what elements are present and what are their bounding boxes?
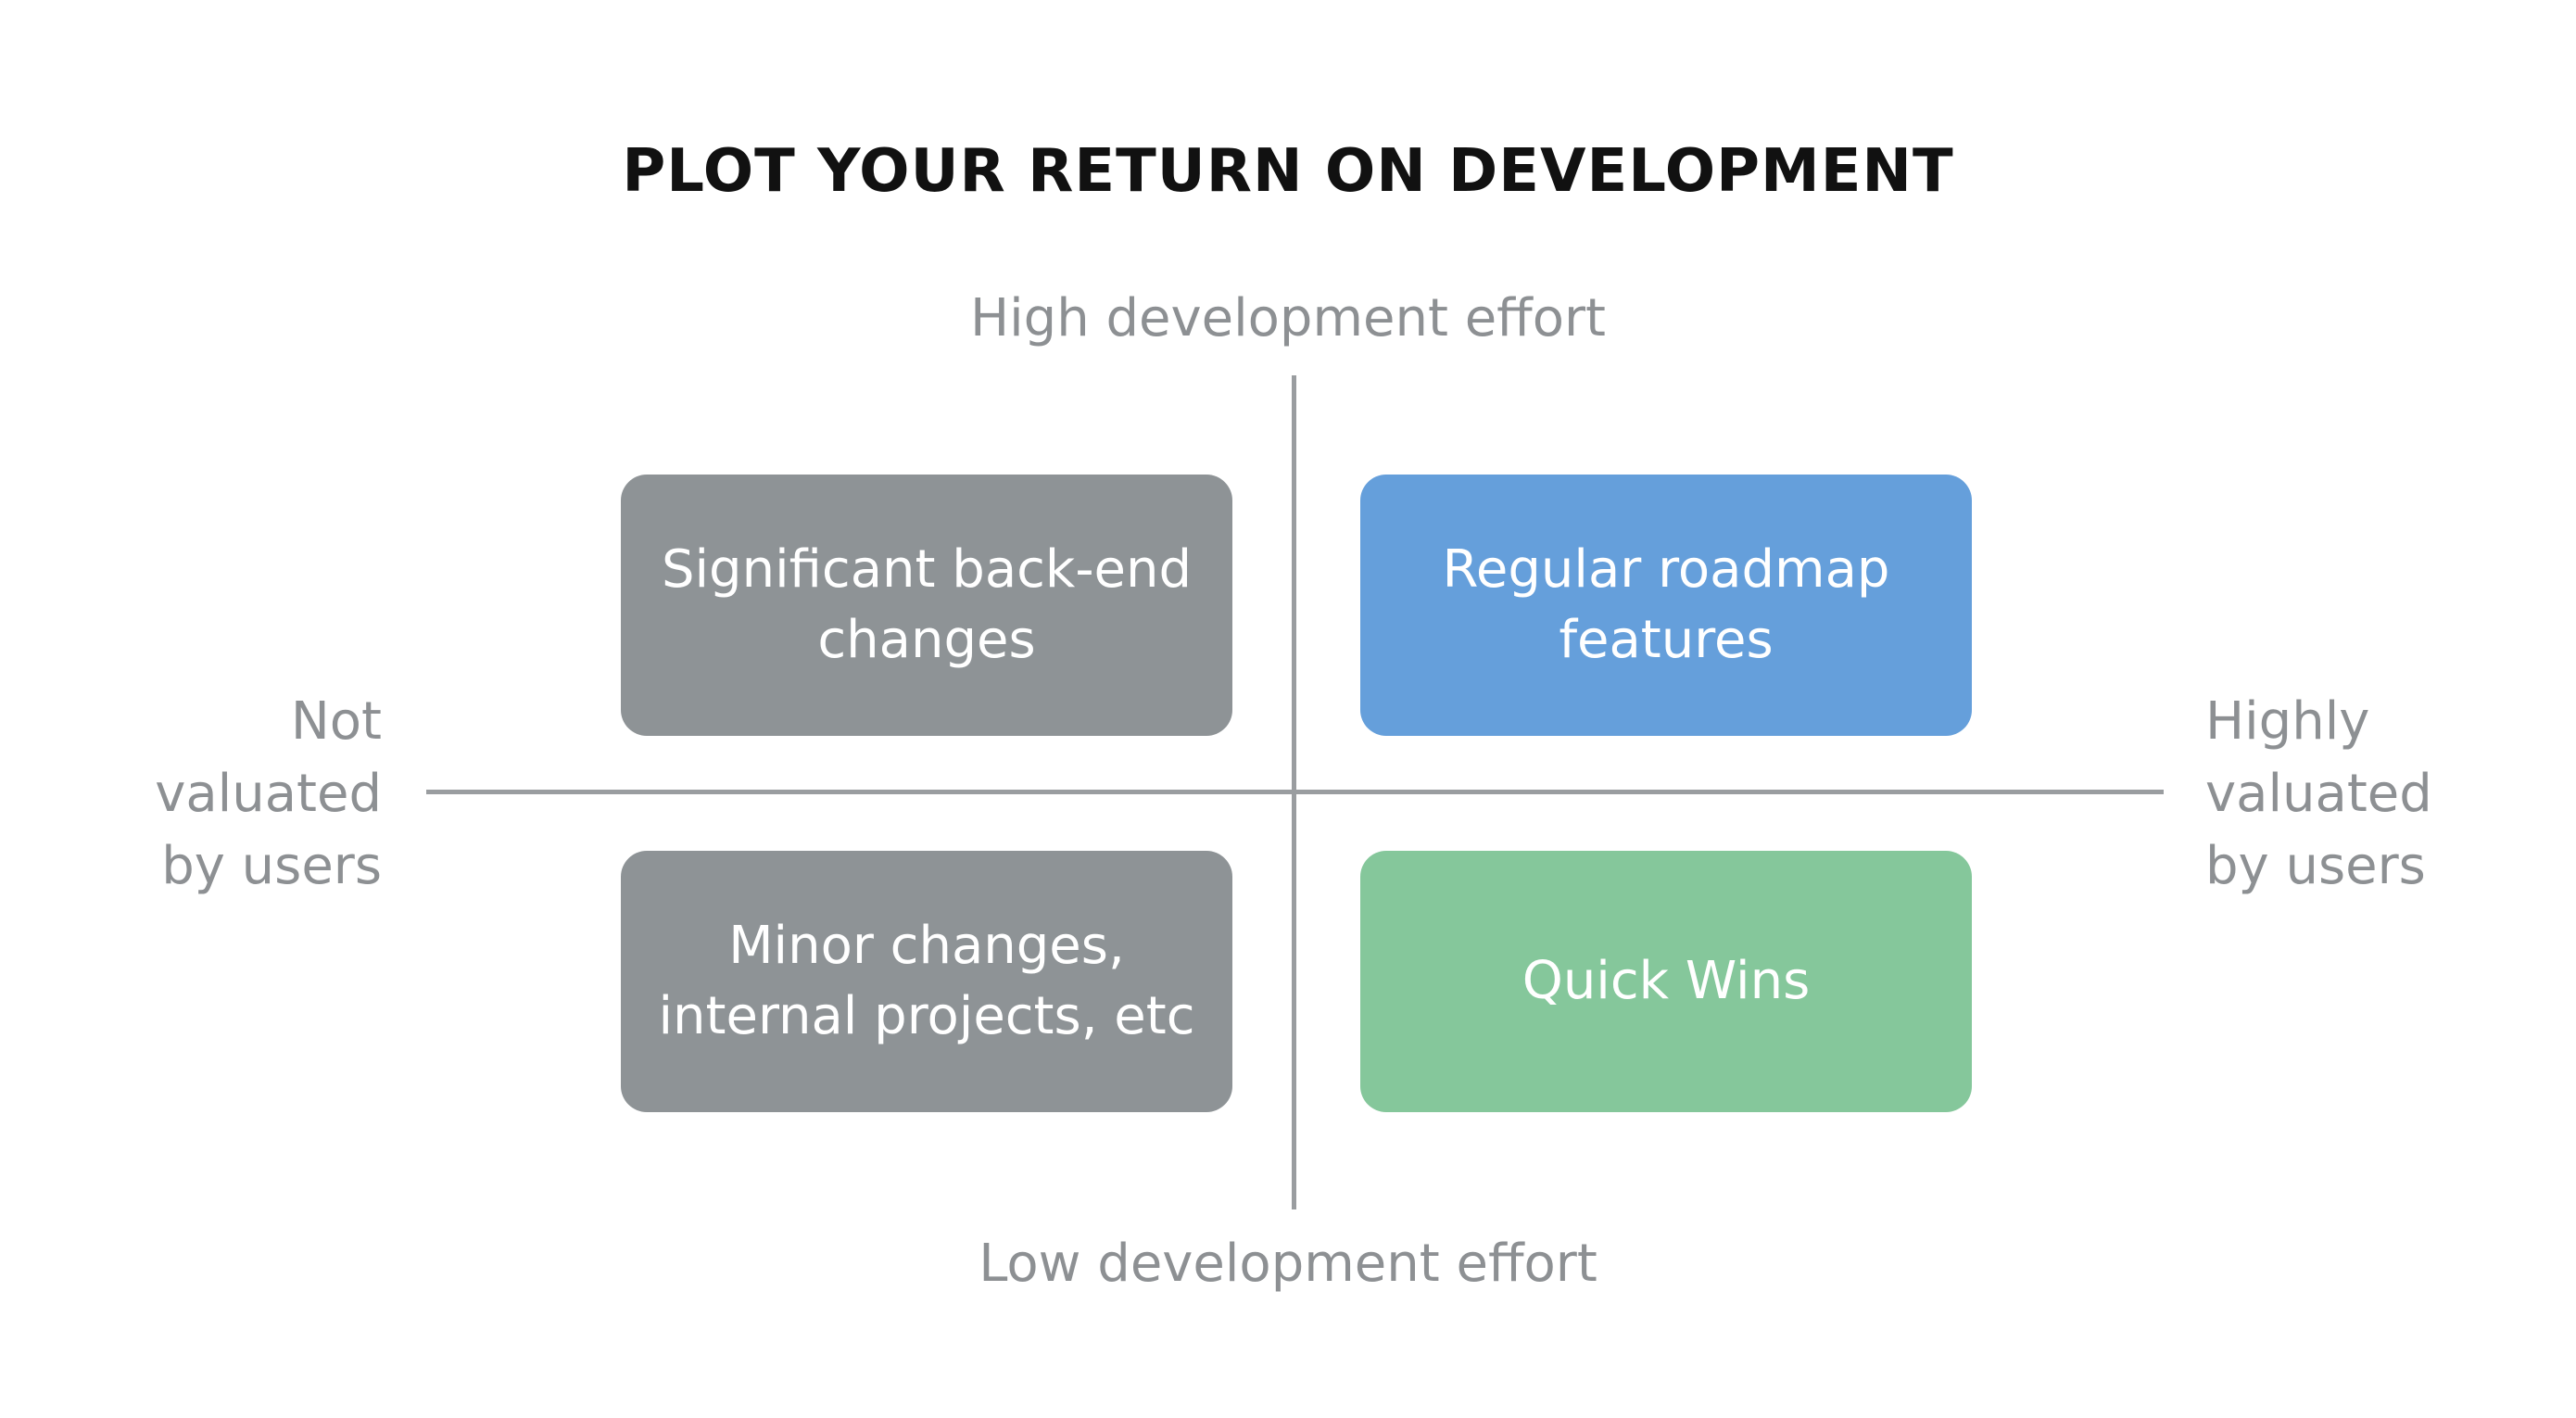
quadrant-label-line: internal projects, etc xyxy=(658,986,1195,1046)
quadrant-minor-changes: Minor changes, internal projects, etc xyxy=(621,851,1232,1112)
axis-label-line: by users xyxy=(161,836,382,896)
quadrant-label: Significant back-end changes xyxy=(662,535,1192,676)
axis-label-low-effort: Low development effort xyxy=(979,1234,1597,1294)
quadrant-label: Minor changes, internal projects, etc xyxy=(658,911,1194,1052)
horizontal-axis-line xyxy=(426,790,2164,794)
axis-label-line: Highly xyxy=(2205,691,2370,752)
quadrant-label-line: changes xyxy=(817,610,1036,670)
axis-label-high-effort: High development effort xyxy=(970,288,1606,348)
axis-label-not-valuated: Not valuated by users xyxy=(56,686,382,903)
quadrant-label-line: features xyxy=(1559,610,1774,670)
quadrant-label-line: Quick Wins xyxy=(1522,951,1811,1011)
axis-label-line: by users xyxy=(2205,836,2426,896)
axis-label-highly-valuated: Highly valuated by users xyxy=(2205,686,2539,903)
quadrant-label-line: Significant back-end xyxy=(661,539,1193,600)
quadrant-quick-wins: Quick Wins xyxy=(1360,851,1972,1112)
quadrant-label-line: Regular roadmap xyxy=(1442,539,1890,600)
quadrant-regular-roadmap-features: Regular roadmap features xyxy=(1360,475,1972,736)
quadrant-label: Quick Wins xyxy=(1522,946,1811,1017)
axis-label-line: valuated xyxy=(2205,764,2432,824)
axis-label-line: Not xyxy=(290,691,382,752)
quadrant-label-line: Minor changes, xyxy=(728,916,1125,976)
diagram-title: PLOT YOUR RETURN ON DEVELOPMENT xyxy=(622,137,1954,206)
axis-label-line: valuated xyxy=(155,764,382,824)
quadrant-significant-back-end-changes: Significant back-end changes xyxy=(621,475,1232,736)
quadrant-label: Regular roadmap features xyxy=(1443,535,1890,676)
